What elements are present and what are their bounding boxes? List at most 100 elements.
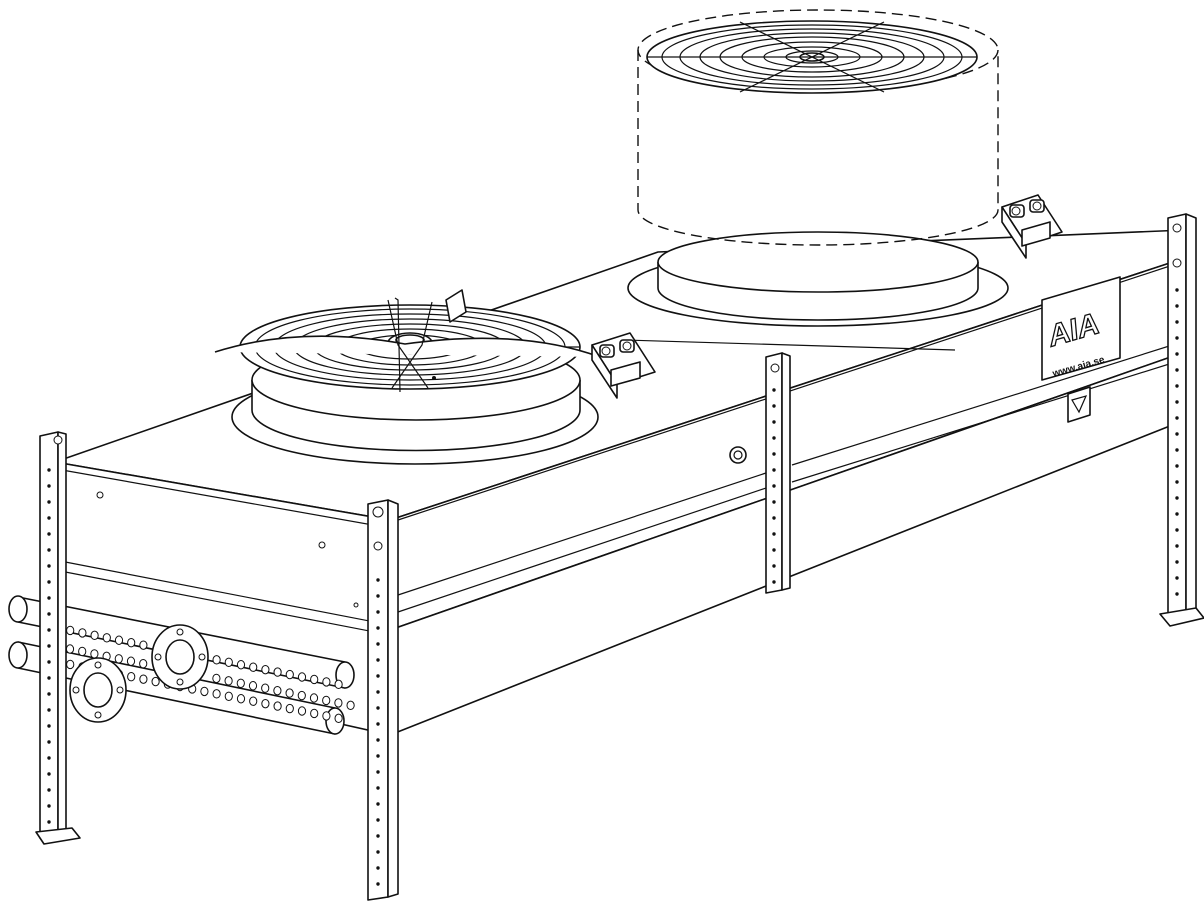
tube-hole — [127, 672, 136, 682]
leg-hole — [376, 738, 380, 742]
fan-guard-icon-left — [214, 297, 601, 393]
tube-hole — [139, 659, 148, 669]
leg-hole — [376, 882, 380, 886]
tube-hole — [200, 686, 209, 697]
tube-hole — [102, 633, 111, 643]
tube-hole — [212, 689, 221, 699]
leg-hole — [1175, 528, 1179, 532]
leg-hole — [772, 500, 776, 504]
tube-hole — [322, 711, 331, 721]
leg-hole — [47, 820, 51, 824]
leg-hole — [1175, 560, 1179, 564]
fan-shroud-dashed — [627, 9, 1009, 327]
tube-hole — [139, 674, 148, 684]
leg-hole — [376, 722, 380, 726]
junction-box-icon-right — [1001, 194, 1063, 259]
leg-hole — [772, 404, 776, 408]
sight-glass-icon — [729, 446, 747, 464]
leg-hole — [47, 660, 51, 664]
leg-hole — [376, 658, 380, 662]
tube-hole — [114, 654, 123, 664]
leg-hole — [772, 564, 776, 568]
leg-hole — [376, 802, 380, 806]
lifting-bracket — [445, 289, 467, 323]
leg-hole — [1175, 448, 1179, 452]
tube-hole — [285, 669, 294, 680]
tube-hole — [346, 700, 355, 711]
tube-hole — [65, 644, 75, 654]
tube-hole — [285, 688, 294, 698]
leg-hole — [376, 674, 380, 678]
fan-guard-icon — [646, 20, 978, 94]
leg-hole — [376, 690, 380, 694]
leg-hole — [772, 580, 776, 584]
leg-hole — [47, 644, 51, 648]
leg-hole — [47, 788, 51, 792]
leg-hole — [772, 468, 776, 472]
leg-hole — [1175, 384, 1179, 388]
leg-hole — [376, 706, 380, 710]
leg-hole — [772, 436, 776, 440]
leg-hole — [376, 626, 380, 630]
tube-hole — [273, 667, 282, 677]
leg-hole — [1175, 320, 1179, 324]
tube-hole — [114, 635, 124, 645]
leg-hole — [376, 850, 380, 854]
tube-hole — [212, 673, 221, 684]
leg-hole — [47, 612, 51, 616]
leg-hole — [47, 772, 51, 776]
leg-hole — [47, 532, 51, 536]
leg-hole — [1175, 464, 1179, 468]
leg-hole — [1175, 512, 1179, 516]
leg-hole — [1175, 496, 1179, 500]
tube-hole — [334, 698, 343, 708]
tube-hole — [139, 640, 148, 650]
leg-hole — [47, 708, 51, 712]
leg-hole — [772, 548, 776, 552]
leg-hole — [1175, 368, 1179, 372]
leg-hole — [1175, 288, 1179, 292]
tube-hole — [261, 698, 270, 709]
tube-hole — [212, 655, 221, 665]
leg-rear-right — [1159, 213, 1204, 627]
leg-hole — [47, 676, 51, 680]
junction-box-icon — [591, 332, 656, 399]
leg-hole — [47, 580, 51, 584]
leg-hole — [47, 692, 51, 696]
tube-hole — [322, 677, 331, 687]
leg-hole — [47, 724, 51, 728]
leg-hole — [1175, 400, 1179, 404]
tube-hole — [78, 628, 87, 638]
leg-hole — [772, 452, 776, 456]
tube-hole — [66, 659, 75, 670]
leg-hole — [47, 628, 51, 632]
leg-hole — [376, 594, 380, 598]
tube-hole — [309, 693, 319, 703]
leg-hole — [47, 468, 51, 472]
tube-hole — [127, 638, 136, 648]
tube-hole — [285, 703, 294, 714]
tube-hole — [224, 676, 233, 686]
leg-hole — [47, 756, 51, 760]
leg-front-right — [367, 499, 399, 901]
leg-hole — [47, 548, 51, 552]
leg-hole — [1175, 576, 1179, 580]
warning-label-icon — [1067, 386, 1091, 423]
leg-hole — [376, 642, 380, 646]
leg-hole — [47, 516, 51, 520]
tube-hole — [334, 679, 343, 690]
leg-hole — [1175, 352, 1179, 356]
leg-hole — [772, 532, 776, 536]
leg-hole — [376, 786, 380, 790]
leg-hole — [1175, 416, 1179, 420]
tube-hole — [297, 706, 307, 716]
tube-hole — [297, 672, 307, 682]
leg-hole — [376, 818, 380, 822]
leg-hole — [1175, 592, 1179, 596]
tube-hole — [261, 664, 270, 675]
tube-hole — [249, 696, 258, 706]
leg-hole — [47, 564, 51, 568]
tube-hole — [126, 656, 136, 666]
